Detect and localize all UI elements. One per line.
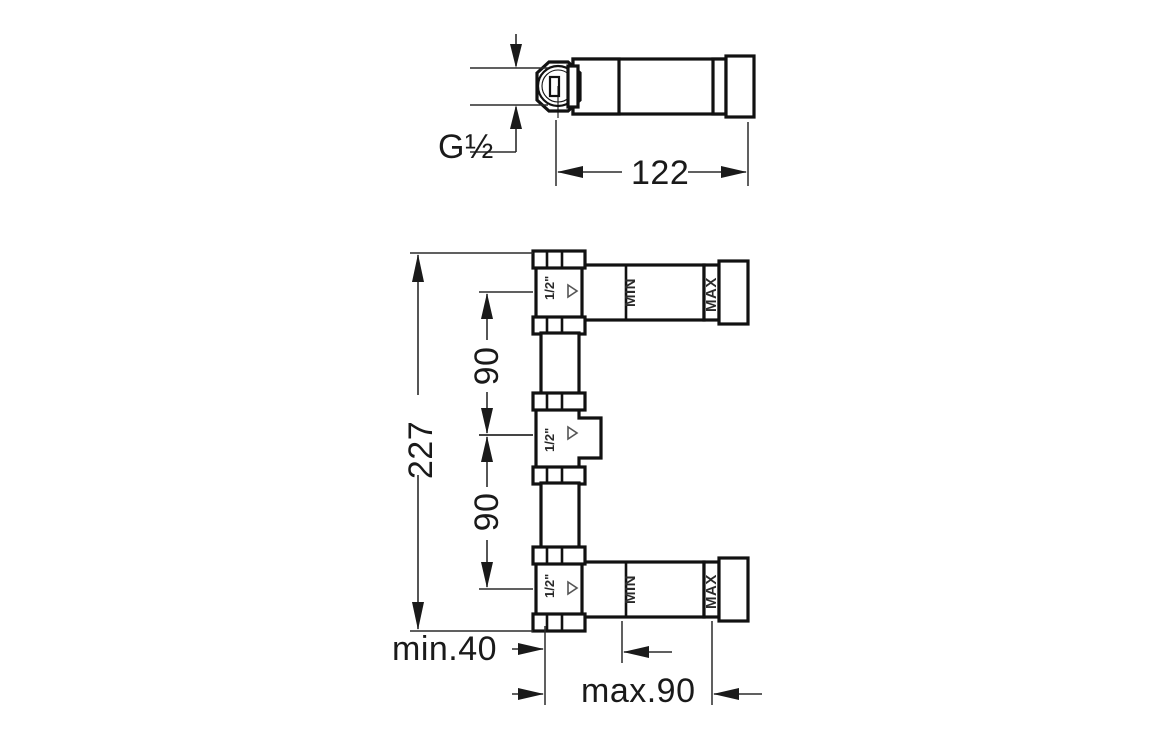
- upper-flow-arrow-icon: [567, 283, 579, 299]
- middle-flow-arrow-icon: [567, 425, 579, 441]
- dimension-length-122: 122: [555, 120, 749, 192]
- top-view-group: [535, 54, 756, 119]
- lower-connecting-pipe: [539, 481, 581, 552]
- upper-valve-size-label: 1/2": [542, 276, 557, 300]
- front-view-group: 1/2" MIN MAX 1/2": [531, 249, 750, 633]
- middle-valve-size-label: 1/2": [542, 428, 557, 452]
- lower-valve-size-label: 1/2": [542, 574, 557, 598]
- length-label: 122: [631, 154, 689, 192]
- upper-spacing-label: 90: [468, 347, 506, 386]
- min-depth-label: min.40: [392, 630, 497, 668]
- max-depth-label: max.90: [581, 672, 696, 710]
- top-view-collar: [566, 64, 580, 109]
- lower-valve-min-label: MIN: [622, 575, 639, 604]
- lower-flow-arrow-icon: [567, 580, 579, 596]
- dimension-upper-spacing-90: 90: [468, 291, 533, 436]
- dimension-lower-spacing-90: 90: [468, 434, 533, 590]
- upper-valve-max-label: MAX: [703, 277, 720, 312]
- overall-height-label: 227: [402, 421, 440, 479]
- lower-spacing-label: 90: [468, 493, 506, 532]
- top-view-barrel: [571, 54, 756, 119]
- dimension-min-40: min.40: [392, 626, 546, 705]
- lower-valve-max-label: MAX: [703, 574, 720, 609]
- dimension-thread-g-half: G½: [438, 34, 548, 166]
- thread-label: G½: [438, 128, 494, 166]
- upper-valve-min-label: MIN: [622, 278, 639, 307]
- middle-valve-assembly: 1/2": [531, 391, 603, 486]
- dimension-height-227: 227: [402, 252, 533, 632]
- lower-valve-assembly: 1/2" MIN MAX: [531, 545, 750, 633]
- dimension-max-90: max.90: [581, 621, 762, 710]
- upper-valve-assembly: 1/2" MIN MAX: [531, 249, 750, 336]
